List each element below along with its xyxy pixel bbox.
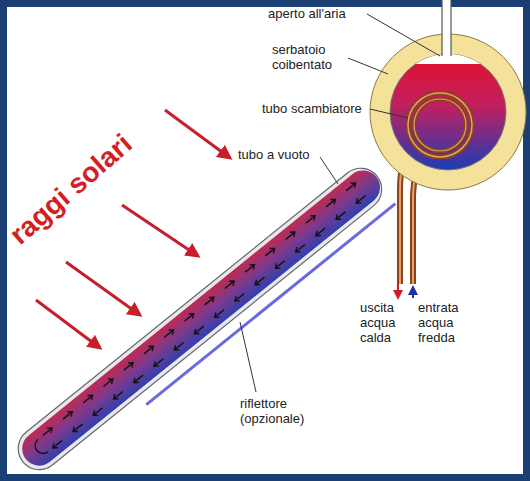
leader-lines (240, 14, 440, 392)
vent-pipe (442, 0, 451, 56)
cold-in-label: entrata acqua fredda (418, 300, 476, 345)
tube-label: tubo a vuoto (238, 147, 310, 162)
exchanger-label: tubo scambiatore (262, 101, 362, 116)
tank-insulation (370, 34, 526, 190)
hot-out-label: uscita acqua calda (360, 300, 402, 345)
hot-out-arrow (397, 283, 399, 298)
reflector (146, 204, 395, 405)
sun-rays-label: raggi solari (4, 129, 138, 251)
tank (390, 54, 506, 170)
cold-in-arrow (412, 287, 414, 298)
vent-label: aperto all'aria (268, 6, 346, 21)
reflector-label: riflettore (opzionale) (240, 396, 322, 426)
tank-label: serbatoio coibentato (272, 42, 350, 72)
heat-exchanger-coil (408, 93, 472, 157)
